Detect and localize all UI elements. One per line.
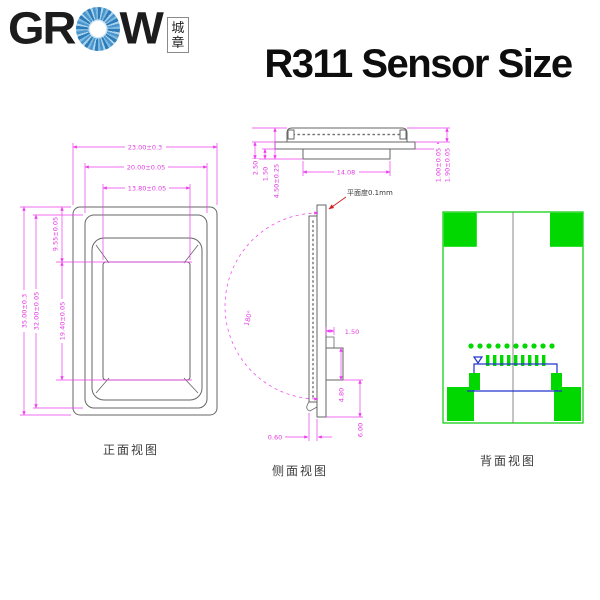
- dim-section-cap: 1.90±0.05: [444, 148, 452, 182]
- dim-section-body: 1.50: [262, 167, 270, 181]
- connector-end-pad-right: [551, 373, 562, 390]
- dim-side-connector: 4.80: [338, 388, 346, 402]
- seal-char-top: 城: [171, 20, 185, 35]
- dim-side-plate: 0.60: [268, 434, 282, 442]
- pin1-marker-icon: [472, 356, 484, 365]
- dim-section-flange: 1.00±0.05: [435, 148, 443, 182]
- flatness-note: 平面度0.1mm: [347, 188, 393, 197]
- caption-back-view: 背面视图: [480, 454, 537, 468]
- section-view: 2.50 1.50 4.50±0.25 1.90±0.05 1.00±0.05 …: [251, 127, 452, 202]
- logo-text-right: W: [119, 2, 164, 53]
- dim-side-tail: 6.00: [357, 423, 365, 437]
- caption-side-view: 侧面视图: [272, 464, 329, 478]
- connector-end-pad-left: [469, 373, 480, 390]
- dim-front-window-offset: 9.55±0.05: [52, 217, 60, 251]
- logo-text-left: GR: [8, 2, 76, 53]
- dim-section-width: 14.08: [337, 169, 356, 177]
- pad-bottom-right: [554, 387, 581, 421]
- test-point-dots: [468, 343, 555, 349]
- logo: GR W 城 章: [8, 4, 189, 53]
- logo-seal: 城 章: [166, 17, 189, 53]
- front-view: 23.00±0.3 20.00±0.05 13.80±0.05 35.00±0.…: [20, 143, 218, 416]
- dim-side-step: 1.50: [345, 328, 359, 336]
- dim-front-width-window: 13.80±0.05: [128, 185, 167, 193]
- globe-icon: [75, 7, 120, 51]
- dim-front-window-height: 19.40±0.05: [59, 302, 67, 341]
- pad-top-right: [550, 212, 583, 247]
- caption-front-view: 正面视图: [103, 443, 160, 457]
- back-view: [442, 211, 584, 424]
- page-title: R311 Sensor Size: [264, 42, 573, 86]
- dim-front-height-outer: 35.00±0.3: [21, 294, 29, 328]
- dim-front-width-mid: 20.00±0.05: [127, 164, 166, 172]
- dim-section-step: 2.50: [252, 161, 260, 175]
- dim-front-height-mid: 32.00±0.05: [33, 292, 41, 331]
- side-view: 180° 平面度0.1mm 1.50 4.80 6.00 0.60: [224, 188, 393, 442]
- dim-front-width-outer: 23.00±0.3: [128, 144, 162, 152]
- connector-pads: [486, 355, 546, 366]
- pad-bottom-left: [447, 387, 474, 421]
- seal-char-bottom: 章: [171, 35, 185, 50]
- dim-section-total: 4.50±0.25: [273, 164, 281, 198]
- dim-side-rotation: 180°: [243, 310, 255, 327]
- pad-top-left: [443, 212, 477, 247]
